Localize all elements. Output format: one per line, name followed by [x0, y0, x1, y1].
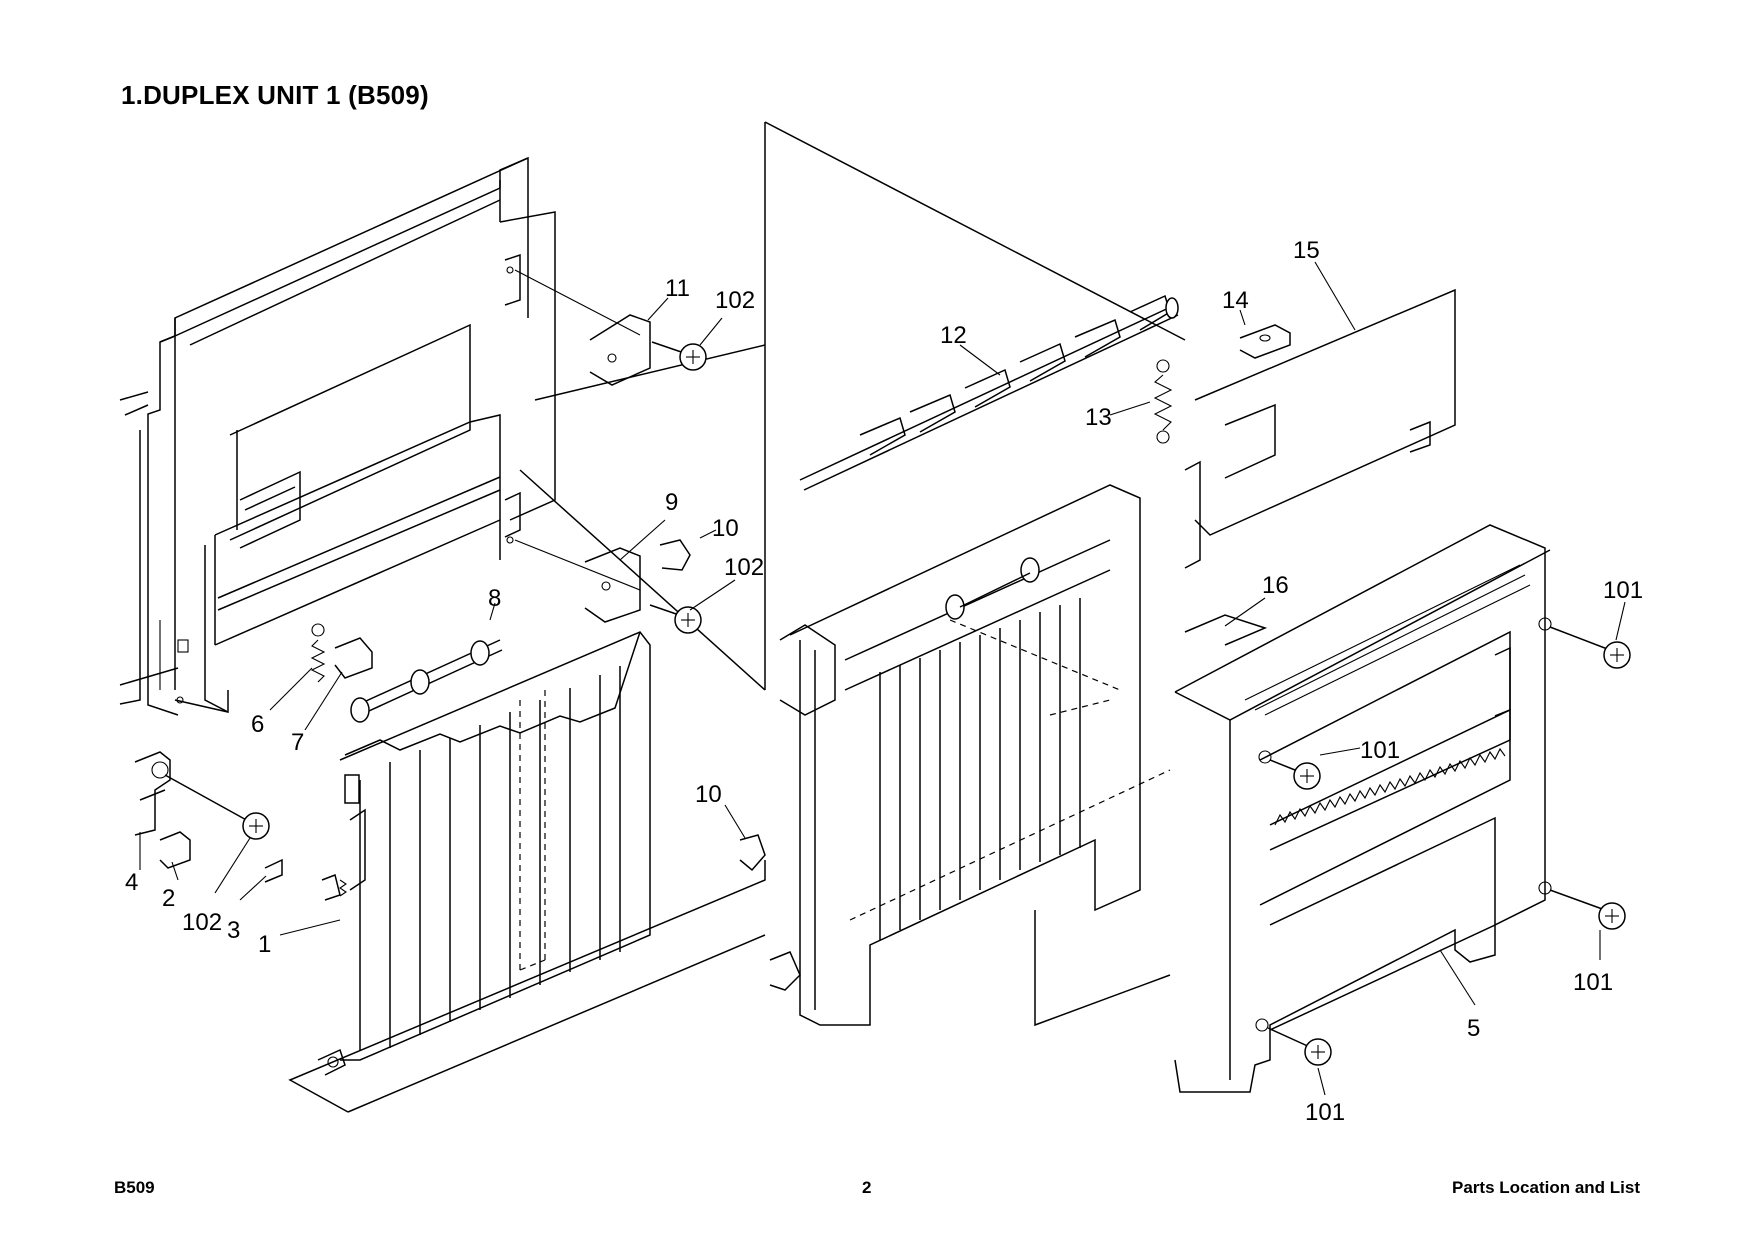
callout-14: 14	[1222, 287, 1249, 314]
callout-11: 11	[665, 275, 690, 302]
screw-101-bottom	[1267, 1027, 1332, 1066]
center-guide-frame	[769, 484, 1171, 1026]
callout-4: 4	[125, 869, 138, 896]
callout-10-upper: 10	[712, 515, 739, 542]
callout-16: 16	[1262, 572, 1289, 599]
rear-plane-outline	[288, 121, 1186, 1113]
part-14-magnet	[1239, 324, 1291, 359]
callout-102-upper: 102	[715, 287, 755, 314]
part-10-clip-upper	[659, 539, 691, 571]
screw-101-right-lower	[1549, 889, 1626, 930]
callout-6: 6	[251, 711, 264, 738]
part-15-cover	[1184, 288, 1456, 569]
callout-12: 12	[940, 322, 967, 349]
screw-101-right-upper	[1549, 626, 1631, 669]
screw-102-lower	[164, 774, 270, 840]
part-1-guide-plate	[317, 631, 651, 1076]
footer-model-code: B509	[114, 1178, 155, 1197]
part-4-bracket	[134, 751, 171, 836]
page-title: 1.DUPLEX UNIT 1 (B509)	[121, 80, 429, 110]
screw-102-middle	[649, 604, 702, 634]
screw-101-center	[1269, 759, 1321, 790]
callout-13: 13	[1085, 404, 1112, 431]
callout-101-right-lower: 101	[1573, 969, 1613, 996]
callout-1: 1	[258, 931, 271, 958]
callout-labels: 1 2 3 4 5 6 7 8 9 10 10 11 12 13 14 15 1…	[125, 237, 1643, 1126]
part-8-roller-shaft	[350, 639, 503, 723]
part-10-clip-lower	[739, 834, 766, 872]
callout-9: 9	[665, 489, 678, 516]
part-3-clip	[264, 858, 347, 901]
footer-section-name: Parts Location and List	[1452, 1178, 1640, 1197]
part-6-spring	[310, 623, 326, 683]
part-12-paper-guide-shaft	[799, 294, 1179, 491]
leader-lines	[139, 261, 1626, 1096]
callout-101-bottom: 101	[1305, 1099, 1345, 1126]
callout-102-middle: 102	[724, 554, 764, 581]
part-2-holder	[159, 831, 191, 869]
callout-7: 7	[291, 729, 304, 756]
part-13-spring	[1153, 359, 1173, 444]
callout-101-center: 101	[1360, 737, 1400, 764]
part-16-label	[1184, 614, 1268, 646]
callout-101-right-upper: 101	[1603, 577, 1643, 604]
callout-2: 2	[162, 885, 175, 912]
main-body-frame	[119, 156, 556, 716]
callout-8: 8	[488, 585, 501, 612]
part-9-bracket	[514, 539, 641, 623]
callout-102-lower: 102	[182, 909, 222, 936]
callout-3: 3	[227, 917, 240, 944]
screw-102-upper	[651, 341, 707, 371]
callout-15: 15	[1293, 237, 1320, 264]
part-5-right-cover	[1174, 524, 1552, 1093]
footer-page-number: 2	[862, 1178, 872, 1197]
part-11-bracket	[514, 269, 651, 386]
callout-5: 5	[1467, 1015, 1480, 1042]
part-7-gear	[334, 637, 373, 679]
callout-10-lower: 10	[695, 781, 722, 808]
